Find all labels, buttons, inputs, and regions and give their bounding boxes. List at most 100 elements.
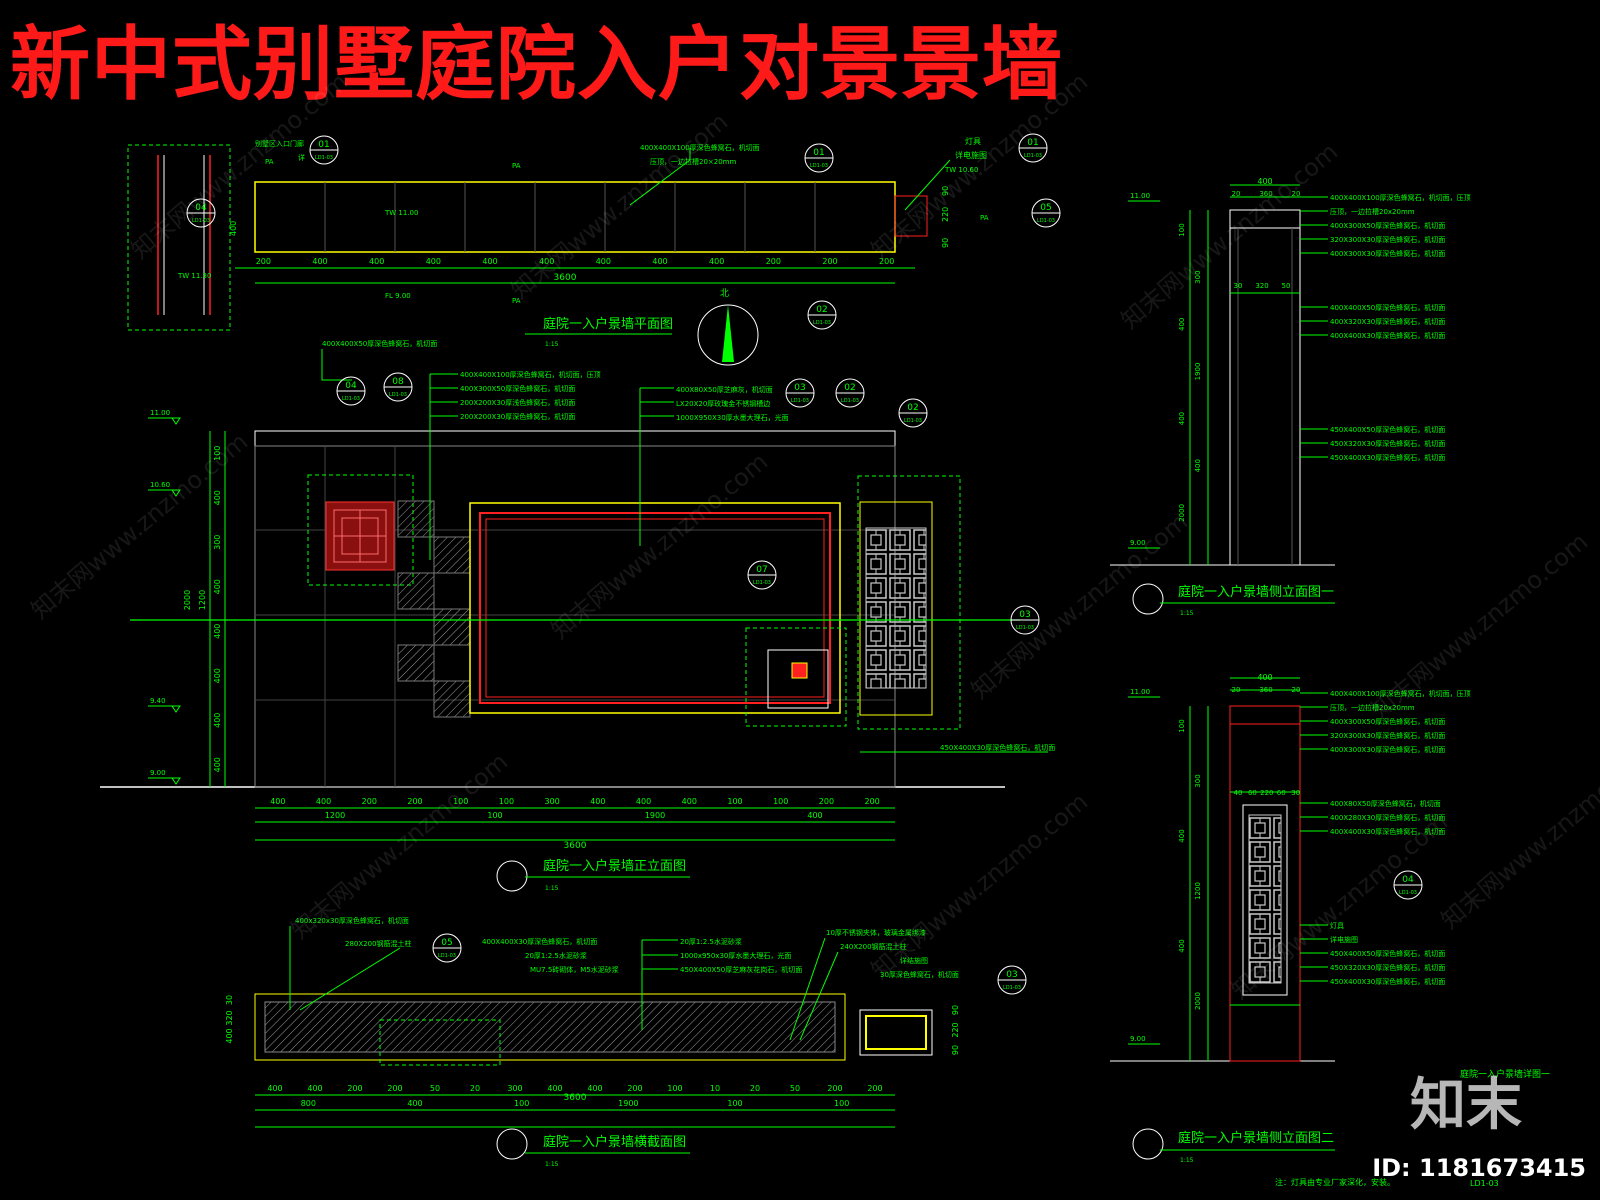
- side1-elev-0: 11.00: [1130, 192, 1150, 200]
- side2-note-4: 400X300X30厚深色蜂窝石，机切面: [1330, 745, 1445, 754]
- watermark-text-0: 知末网www.znzmo.com: [126, 68, 353, 265]
- section-dim-4: 50: [430, 1084, 440, 1093]
- marble-frame: [469, 502, 841, 714]
- front-elev-0: 11.00: [150, 409, 170, 417]
- section-rdim-2: 90: [951, 1045, 960, 1055]
- section-lamp: [865, 1015, 927, 1050]
- side2-mid-0: 40: [1234, 789, 1243, 797]
- callout-ref-8: LD1-03: [791, 398, 809, 404]
- detail1-title: 庭院一入户景墙详图一: [1460, 1068, 1550, 1080]
- callout-ref-15: LD1-03: [1399, 890, 1417, 896]
- section-dim2-5: 100: [834, 1099, 849, 1108]
- section-ldim-1: 320: [225, 1010, 234, 1025]
- section-ldim-2: 400: [225, 1028, 234, 1043]
- callout-num-1: 01: [813, 148, 824, 158]
- callout-ref-11: LD1-03: [753, 580, 771, 586]
- plan-dim-6: 400: [596, 257, 611, 266]
- plan-pa-1: PA: [265, 158, 274, 166]
- section-dim2-2: 100: [514, 1099, 529, 1108]
- side1-note-7: 400X400X30厚深色蜂窝石，机切面: [1330, 331, 1445, 340]
- front-vtotal-1: 1200: [198, 590, 207, 610]
- section-view: 400x320x30厚深色蜂窝石，机切面 280X200钢筋混土柱 400X40…: [225, 916, 960, 1168]
- callout-num-13: 05: [441, 938, 452, 948]
- side1-title: 庭院一入户景墙侧立面图一: [1178, 584, 1334, 600]
- section-dim-0: 400: [267, 1084, 282, 1093]
- side1-scale: 1:15: [1180, 610, 1194, 617]
- callout-num-8: 03: [794, 383, 805, 393]
- front-dim2-1: 100: [487, 811, 502, 820]
- section-note-n1: 20厚1:2.5水泥砂浆: [680, 937, 742, 946]
- side2-note-10: 450X400X50厚深色蜂窝石，机切面: [1330, 949, 1445, 958]
- watermark-text-7: 知末网www.znzmo.com: [286, 748, 513, 945]
- front-dim-1: 400: [316, 797, 331, 806]
- front-note-m3: 1000X950X30厚水墨大理石，光面: [676, 413, 789, 422]
- section-ldim-0: 30: [225, 995, 234, 1005]
- image-id: ID: 1181673415: [1372, 1154, 1586, 1182]
- side2-mid-4: 30: [1291, 789, 1300, 797]
- callout-ref-4: LD1-03: [1037, 218, 1055, 224]
- section-dim-12: 20: [750, 1084, 760, 1093]
- side1-note-0: 400X400X100厚深色蜂窝石，机切面，压顶: [1330, 193, 1471, 202]
- side1-mid-1: 320: [1255, 282, 1268, 290]
- side1-note-2: 400X300X50厚深色蜂窝石，机切面: [1330, 221, 1445, 230]
- side2-elev-1: 9.00: [1130, 1035, 1146, 1043]
- plan-note-stone2: 压顶，一边拉槽20×20mm: [650, 157, 736, 166]
- callout-num-11: 07: [756, 565, 767, 575]
- side2-note-5: 400X80X50厚深色蜂窝石，机切面: [1330, 799, 1441, 808]
- callout-ref-3: LD1-03: [192, 218, 210, 224]
- watermark-text-5: 知末网www.znzmo.com: [966, 508, 1193, 705]
- section-note-r4: 30厚深色蜂窝石，机切面: [880, 970, 959, 979]
- front-dim-7: 400: [590, 797, 605, 806]
- plan-note-entry2: 详: [298, 153, 305, 162]
- plan-tw1: TW 11.00: [384, 209, 418, 217]
- side2-note-9: 详电施图: [1330, 935, 1358, 944]
- sheet-number: LD1-03: [1470, 1179, 1499, 1188]
- side2-note-3: 320X300X30厚深色蜂窝石，机切面: [1330, 731, 1445, 740]
- side1-note-10: 450X400X30厚深色蜂窝石，机切面: [1330, 453, 1445, 462]
- callout-ref-6: LD1-03: [342, 396, 360, 402]
- plan-note-lamp: 灯具: [965, 136, 981, 146]
- side2-note-2: 400X300X50厚深色蜂窝石，机切面: [1330, 717, 1445, 726]
- section-note-r2: 240X200钢筋混土柱: [840, 942, 907, 951]
- side2-vdim-1: 300: [1194, 774, 1202, 787]
- side2-top: 400: [1257, 673, 1272, 682]
- callout-num-10: 02: [907, 403, 918, 413]
- section-note-n3: 450X400X50厚芝麻灰花岗石，机切面: [680, 965, 802, 974]
- section-rdim-0: 90: [951, 1005, 960, 1015]
- callout-num-4: 05: [1040, 203, 1051, 213]
- section-dim-11: 10: [710, 1084, 720, 1093]
- lattice-screen: [865, 527, 927, 689]
- side2-vdim-2: 400: [1178, 829, 1186, 842]
- plan-height-dim: 400: [229, 221, 238, 236]
- side1-vdim-6: 2000: [1178, 504, 1186, 522]
- side1-note-1: 压顶，一边拉槽20x20mm: [1330, 207, 1415, 216]
- front-elev-2: 9.40: [150, 697, 166, 705]
- section-dim-13: 50: [790, 1084, 800, 1093]
- side1-note-5: 400X400X50厚深色蜂窝石，机切面: [1330, 303, 1445, 312]
- plan-dim-8: 400: [709, 257, 724, 266]
- plan-dim-2: 400: [369, 257, 384, 266]
- section-dim-8: 400: [587, 1084, 602, 1093]
- side1-vdim-5: 400: [1194, 459, 1202, 472]
- front-vdim-1: 400: [213, 490, 222, 505]
- front-note-l3: 200X200X30厚浅色蜂窝石，机切面: [460, 398, 575, 407]
- watermark-text-8: 知末网www.znzmo.com: [866, 788, 1093, 985]
- entry-porch-frame: [127, 144, 231, 331]
- callout-num-6: 04: [345, 381, 357, 391]
- front-vdim-5: 400: [213, 668, 222, 683]
- plan-pa-4: PA: [512, 297, 521, 305]
- front-vdim-7: 400: [213, 757, 222, 772]
- front-dim-12: 200: [819, 797, 834, 806]
- callout-num-14: 03: [1006, 970, 1017, 980]
- front-vdim-2: 300: [213, 535, 222, 550]
- plan-side-dim-2: 220: [941, 207, 950, 222]
- section-dim-14: 200: [827, 1084, 842, 1093]
- side1-vdim-3: 1900: [1194, 363, 1202, 381]
